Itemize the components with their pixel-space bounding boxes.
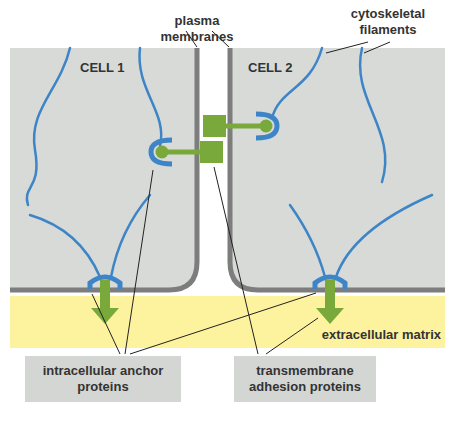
label-box: transmembrane adhesion proteins — [234, 356, 376, 402]
label-box: intracellular anchor proteins — [25, 356, 181, 402]
callout-label: plasma membranes — [137, 13, 257, 45]
part-label: intracellular anchor proteins — [31, 363, 175, 395]
cell-region: CELL 1 — [10, 48, 197, 290]
region-label: extracellular matrix — [322, 327, 441, 343]
adhesion-complex — [151, 114, 277, 164]
part-label: transmembrane adhesion proteins — [240, 363, 370, 395]
plasma-membrane — [10, 48, 197, 290]
leader-lines — [92, 31, 390, 354]
cytoskeletal-filaments — [27, 48, 432, 277]
matrix-band: extracellular matrix — [10, 296, 445, 348]
cell-label: CELL 1 — [80, 60, 125, 76]
cell-body — [230, 48, 445, 290]
matrix-adhesion — [90, 277, 345, 324]
plasma-membrane — [230, 48, 445, 290]
cell-region: CELL 2 — [230, 48, 445, 290]
cell-body — [10, 48, 197, 290]
cell-label: CELL 2 — [248, 60, 293, 76]
callout-label: cytoskeletal filaments — [338, 6, 438, 38]
